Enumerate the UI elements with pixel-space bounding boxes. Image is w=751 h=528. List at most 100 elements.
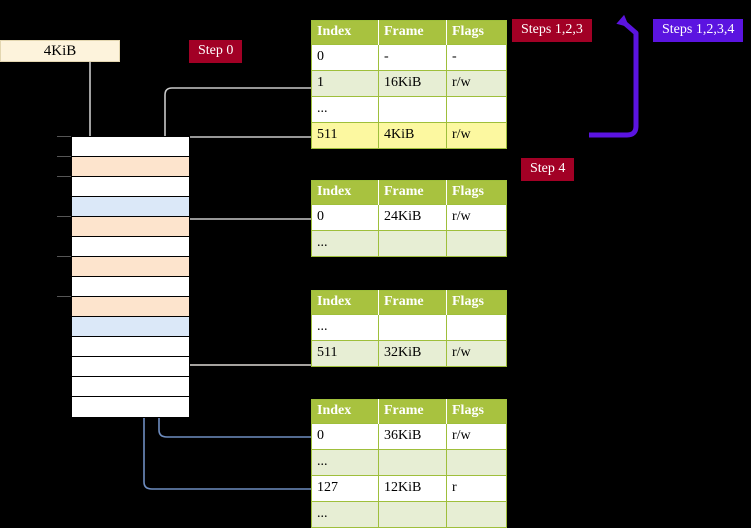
physical-memory-map <box>57 136 190 418</box>
table-cell-flags: - <box>446 44 507 71</box>
table-cell-index: 0 <box>311 423 379 450</box>
table-cell-index: ... <box>311 449 379 476</box>
memory-row-tick <box>57 156 71 157</box>
table-cell-flags: r/w <box>446 204 507 231</box>
memory-row-tick <box>57 296 71 297</box>
badge-step-0: Step 0 <box>189 40 243 63</box>
memory-row <box>72 377 189 397</box>
wire-l3-to-map <box>177 218 311 258</box>
table-cell-flags <box>446 314 507 341</box>
table-cell-flags: r/w <box>446 122 507 149</box>
wire-steps-1234-arrow <box>589 14 639 138</box>
memory-row <box>72 277 189 297</box>
table-cell-flags <box>446 96 507 123</box>
table-cell-frame: 24KiB <box>378 204 447 231</box>
column-header-index: Index <box>311 20 379 45</box>
size-banner-4kib: 4KiB <box>0 40 120 62</box>
memory-row <box>57 256 189 277</box>
table-cell-flags <box>446 449 507 476</box>
table-cell-index: 1 <box>311 70 379 97</box>
memory-row <box>72 317 189 337</box>
table-row: ... <box>311 96 507 123</box>
memory-row <box>57 136 189 157</box>
table-cell-flags <box>446 230 507 257</box>
table-cell-flags <box>446 501 507 528</box>
memory-row-tick <box>57 176 71 177</box>
table-cell-frame: 4KiB <box>378 122 447 149</box>
table-cell-frame <box>378 314 447 341</box>
badge-steps-123: Steps 1,2,3 <box>512 19 592 42</box>
memory-row <box>72 357 189 377</box>
badge-steps-1234-label: Steps 1,2,3,4 <box>662 22 735 37</box>
table-cell-index: 511 <box>311 122 379 149</box>
memory-row <box>72 237 189 257</box>
memory-row <box>72 337 189 357</box>
table-cell-index: 0 <box>311 204 379 231</box>
column-header-flags: Flags <box>446 20 507 45</box>
table-cell-flags: r/w <box>446 70 507 97</box>
size-banner-label: 4KiB <box>43 42 77 59</box>
memory-row <box>57 176 189 197</box>
column-header-frame: Frame <box>378 20 447 45</box>
table-cell-frame <box>378 96 447 123</box>
wire-map-to-l2 <box>177 314 311 366</box>
column-header-flags: Flags <box>446 399 507 424</box>
badge-steps-1234: Steps 1,2,3,4 <box>653 19 744 42</box>
badge-step-4-label: Step 4 <box>530 161 566 176</box>
table-cell-index: 511 <box>311 340 379 367</box>
memory-row-tick <box>57 136 71 137</box>
table-cell-index: ... <box>311 96 379 123</box>
column-header-index: Index <box>311 290 379 315</box>
table-cell-index: ... <box>311 314 379 341</box>
table-cell-flags: r <box>446 475 507 502</box>
table-row: ... <box>311 314 507 341</box>
table-cell-frame: 16KiB <box>378 70 447 97</box>
table-cell-frame <box>378 230 447 257</box>
badge-steps-123-label: Steps 1,2,3 <box>521 22 583 37</box>
table-cell-frame: 36KiB <box>378 423 447 450</box>
table-cell-index: ... <box>311 501 379 528</box>
column-header-index: Index <box>311 180 379 205</box>
column-header-flags: Flags <box>446 180 507 205</box>
column-header-flags: Flags <box>446 290 507 315</box>
memory-row <box>57 156 189 177</box>
table-cell-flags: r/w <box>446 340 507 367</box>
table-cell-frame: 32KiB <box>378 340 447 367</box>
column-header-frame: Frame <box>378 399 447 424</box>
table-row: ... <box>311 230 507 257</box>
table-cell-frame <box>378 501 447 528</box>
memory-row <box>57 296 189 317</box>
table-cell-frame: 12KiB <box>378 475 447 502</box>
table-row: ... <box>311 449 507 476</box>
memory-row-tick <box>57 216 71 217</box>
badge-step-4: Step 4 <box>521 158 575 181</box>
table-cell-frame <box>378 449 447 476</box>
memory-row <box>72 397 189 417</box>
column-header-frame: Frame <box>378 290 447 315</box>
table-cell-index: ... <box>311 230 379 257</box>
table-cell-index: 127 <box>311 475 379 502</box>
memory-row-tick <box>57 256 71 257</box>
table-cell-index: 0 <box>311 44 379 71</box>
table-row: 0-- <box>311 44 507 71</box>
badge-step-0-label: Step 0 <box>198 43 234 58</box>
column-header-index: Index <box>311 399 379 424</box>
table-row: ... <box>311 501 507 528</box>
memory-row <box>57 216 189 237</box>
table-cell-frame: - <box>378 44 447 71</box>
